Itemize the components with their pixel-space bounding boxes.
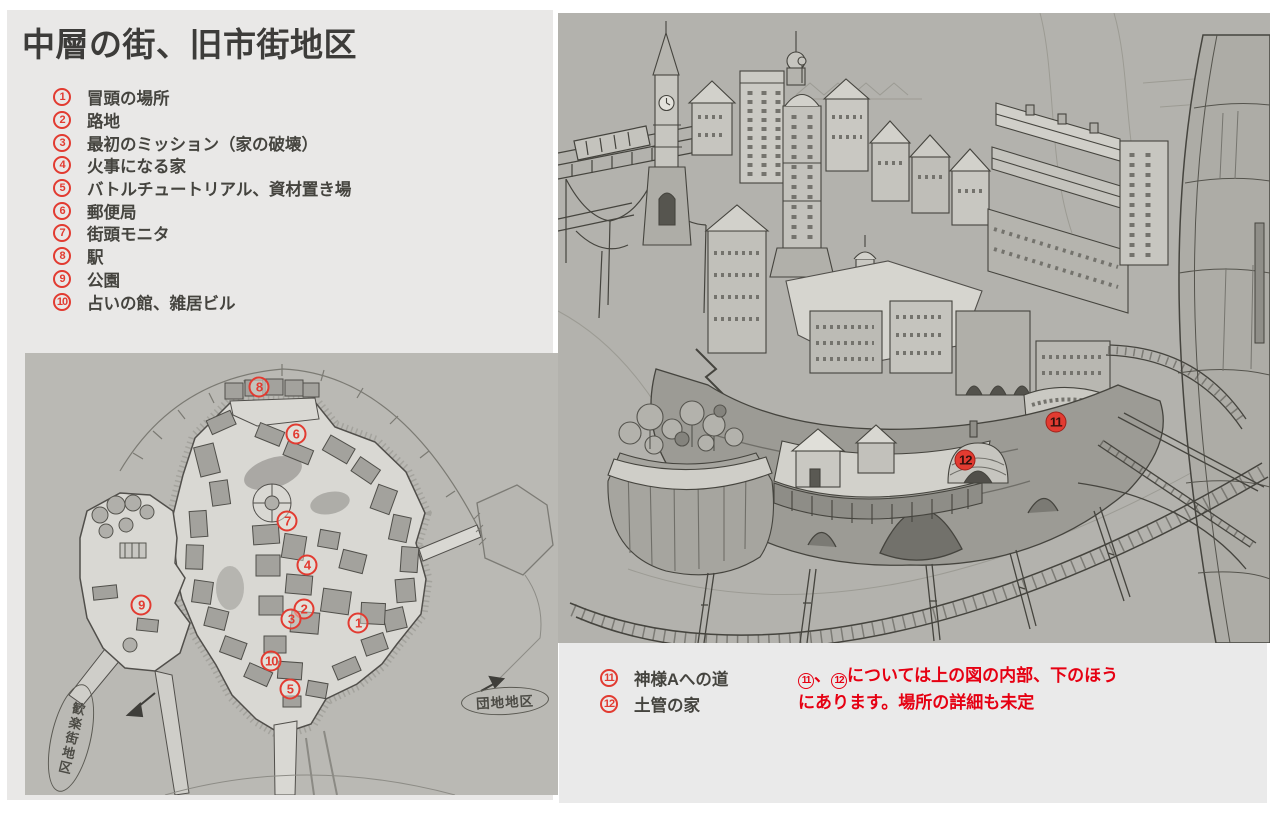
legend-item: 1 冒頭の場所 — [53, 86, 351, 109]
legend-item-label: 火事になる家 — [87, 158, 186, 177]
map-marker: 7 — [276, 510, 298, 532]
note-line2: にあります。場所の詳細も未定 — [798, 693, 1035, 712]
legend-number-circle: 11 — [600, 669, 618, 687]
town-plan-drawing — [25, 353, 558, 795]
city-marker: 11 — [1045, 411, 1067, 433]
legend-number-circle: 8 — [53, 247, 71, 266]
legend-item-label: 駅 — [87, 249, 104, 268]
page-title: 中層の街、旧市街地区 — [22, 26, 357, 63]
legend-item-label: 神様Aへの道 — [634, 671, 729, 689]
note-line1: については上の図の内部、下のほう — [847, 666, 1119, 685]
city-marker: 12 — [954, 449, 976, 471]
map-marker: 3 — [280, 608, 302, 630]
legend-item: 2 路地 — [53, 109, 351, 132]
legend-item: 6 郵便局 — [53, 199, 351, 222]
map-marker: 6 — [285, 423, 307, 445]
note-number-circle: 11 — [798, 672, 814, 689]
legend-item: 10 占いの館、雑居ビル — [53, 290, 351, 313]
map-marker: 10 — [260, 650, 282, 672]
legend-item: 4 火事になる家 — [53, 154, 351, 177]
legend-number-circle: 6 — [53, 201, 71, 220]
city-sketch-panel: 11 12 — [558, 13, 1270, 643]
map-marker: 5 — [279, 678, 301, 700]
legend-number-circle: 9 — [53, 269, 71, 288]
legend-item-label: 郵便局 — [87, 203, 137, 222]
legend-number-circle: 4 — [53, 156, 71, 175]
legend-number-circle: 5 — [53, 179, 71, 198]
map-marker: 8 — [248, 376, 270, 398]
city-sketch-drawing — [558, 13, 1270, 643]
legend-item: 11 神様Aへの道 — [600, 665, 728, 691]
legend-number-circle: 10 — [53, 292, 71, 311]
legend-item-label: 街頭モニタ — [87, 226, 170, 245]
legend-item-label: 占いの館、雑居ビル — [87, 294, 236, 313]
legend-item: 9 公園 — [53, 268, 351, 291]
legend-item-label: 土管の家 — [634, 697, 700, 715]
legend-number-circle: 1 — [53, 88, 71, 107]
map-marker: 1 — [347, 612, 369, 634]
legend-item-label: 冒頭の場所 — [87, 90, 170, 109]
legend-item: 3 最初のミッション（家の破壊） — [53, 131, 351, 154]
legend-number-circle: 2 — [53, 111, 71, 130]
town-plan-panel: 1 2 3 4 5 6 7 8 9 10 歓楽街地区 団地地区 — [25, 353, 558, 797]
map-marker: 9 — [130, 594, 152, 616]
legend-number-circle: 3 — [53, 133, 71, 152]
legend-list: 1 冒頭の場所 2 路地 3 最初のミッション（家の破壊） 4 火事になる家 5 バトルチ… — [53, 86, 351, 313]
legend2-list: 11 神様Aへの道 12 土管の家 — [600, 665, 728, 717]
legend-item-label: 最初のミッション（家の破壊） — [87, 135, 318, 154]
note-number-circle: 12 — [831, 672, 847, 689]
legend-number-circle: 7 — [53, 224, 71, 243]
legend-item: 7 街頭モニタ — [53, 222, 351, 245]
legend-item-label: 公園 — [87, 271, 120, 290]
legend-item: 12 土管の家 — [600, 691, 728, 717]
legend-item: 5 バトルチュートリアル、資材置き場 — [53, 177, 351, 200]
map-marker: 4 — [296, 554, 318, 576]
legend-number-circle: 12 — [600, 695, 618, 713]
note-separator: 、 — [814, 666, 831, 685]
legend-item-label: バトルチュートリアル、資材置き場 — [87, 181, 352, 200]
legend-item-label: 路地 — [87, 113, 120, 132]
